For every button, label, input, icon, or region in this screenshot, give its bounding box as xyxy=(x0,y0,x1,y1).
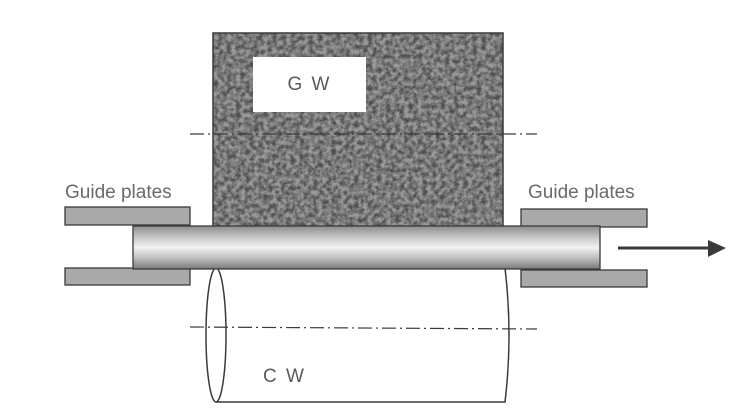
guide-plates-right-label: Guide plates xyxy=(528,182,635,203)
grinding-wheel-label-box: G W xyxy=(253,57,366,112)
control-wheel xyxy=(205,267,510,403)
guide-plates-left-label: Guide plates xyxy=(65,182,172,203)
control-wheel-centerline xyxy=(189,326,538,330)
guide-plate-right-top xyxy=(520,208,648,228)
guide-plate-right-bottom xyxy=(520,269,648,288)
guide-plate-left-bottom xyxy=(64,267,191,286)
grinding-wheel-label: G W xyxy=(287,73,332,95)
workpiece-rod xyxy=(132,225,601,270)
guide-plate-left-top xyxy=(64,206,191,226)
control-wheel-label: C W xyxy=(263,366,306,387)
feed-direction-arrow-icon xyxy=(618,240,726,257)
